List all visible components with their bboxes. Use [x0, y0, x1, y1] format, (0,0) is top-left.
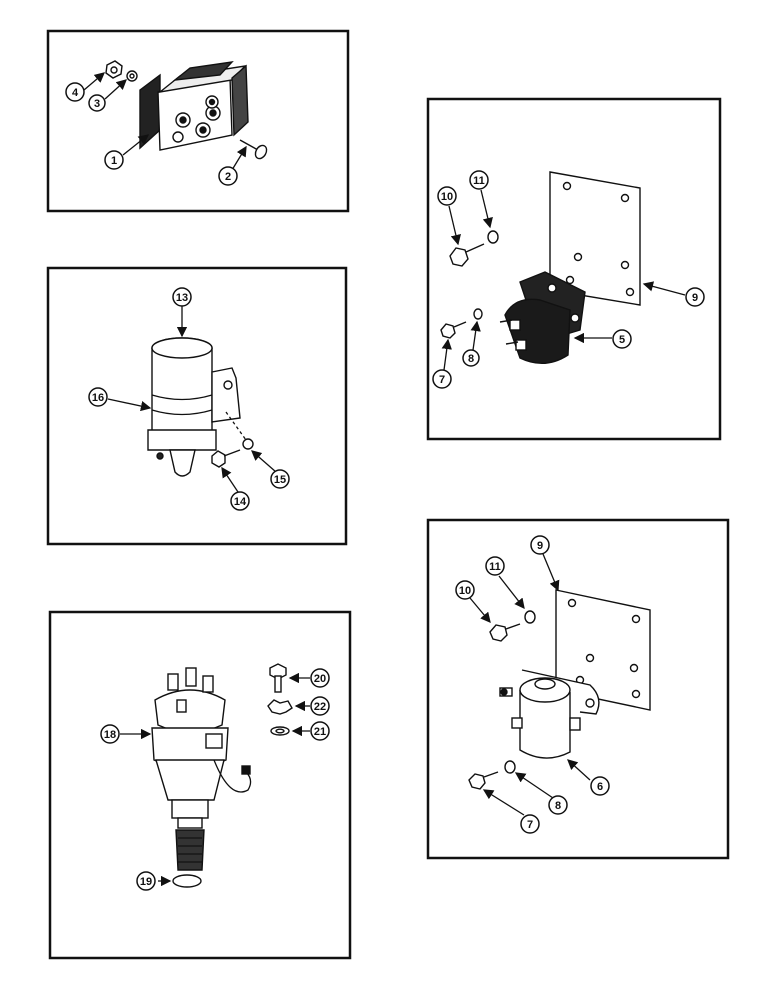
callout-3: 3: [88, 94, 106, 112]
svg-text:8: 8: [468, 353, 474, 365]
svg-text:10: 10: [459, 585, 471, 597]
relay-panel: 4 3 1 2: [46, 29, 350, 213]
solenoid-drawing: [499, 669, 600, 759]
svg-text:2: 2: [225, 171, 231, 183]
svg-text:22: 22: [314, 701, 326, 713]
svg-text:3: 3: [94, 98, 100, 110]
svg-text:14: 14: [234, 496, 247, 508]
callout-7: 7: [520, 814, 540, 834]
plate-drawing: [549, 171, 641, 306]
svg-text:7: 7: [527, 819, 533, 831]
washer-drawing: [504, 760, 516, 774]
bolt-drawing: [269, 663, 287, 693]
svg-text:5: 5: [619, 334, 625, 346]
svg-text:9: 9: [692, 292, 698, 304]
svg-text:18: 18: [104, 729, 116, 741]
callout-15: 15: [270, 469, 290, 489]
svg-text:9: 9: [537, 540, 543, 552]
callout-11: 11: [469, 170, 489, 190]
callout-10: 10: [437, 186, 457, 206]
washer-drawing: [524, 610, 536, 624]
solenoid-drawing: [499, 271, 586, 364]
o-ring-drawing: [172, 874, 202, 888]
washer-drawing: [487, 230, 499, 244]
svg-text:1: 1: [111, 155, 117, 167]
svg-text:4: 4: [72, 87, 79, 99]
bolt-drawing: [449, 243, 485, 267]
callout-8: 8: [548, 795, 568, 815]
callout-16: 16: [88, 387, 108, 407]
callout-10: 10: [455, 580, 475, 600]
callout-2: 2: [218, 166, 238, 186]
callout-11: 11: [485, 556, 505, 576]
bolt-drawing: [468, 771, 499, 790]
callout-22: 22: [310, 696, 330, 716]
callout-8: 8: [462, 349, 480, 367]
svg-text:10: 10: [441, 191, 453, 203]
callout-1: 1: [104, 150, 124, 170]
washer-drawing: [242, 438, 254, 450]
distributor-panel: 18 19 20 22 21: [48, 610, 352, 960]
bolt-drawing: [211, 449, 241, 468]
callout-14: 14: [230, 491, 250, 511]
lockwasher-drawing: [267, 699, 293, 715]
callout-5: 5: [612, 329, 632, 349]
callout-9: 9: [685, 287, 705, 307]
callout-4: 4: [65, 82, 85, 102]
callout-21: 21: [310, 721, 330, 741]
callout-6: 6: [590, 776, 610, 796]
solenoid-panel-a: 10 11 9 5 7 8: [426, 97, 722, 441]
relay-drawing: [139, 61, 249, 151]
svg-text:8: 8: [555, 800, 561, 812]
coil-drawing: [147, 337, 247, 477]
callout-20: 20: [310, 668, 330, 688]
svg-text:11: 11: [489, 561, 501, 573]
svg-text:20: 20: [314, 673, 326, 685]
bolt-drawing: [440, 321, 467, 339]
callout-9: 9: [530, 535, 550, 555]
svg-text:11: 11: [473, 175, 485, 187]
coil-panel: 13 16 14 15: [46, 266, 348, 546]
solenoid-panel-b: 10 11 9 6 7 8: [426, 518, 730, 860]
screw-drawing: [239, 139, 268, 160]
svg-text:13: 13: [176, 292, 188, 304]
svg-text:6: 6: [597, 781, 603, 793]
svg-text:16: 16: [92, 392, 104, 404]
bolt-drawing: [489, 623, 521, 642]
svg-text:19: 19: [140, 876, 152, 888]
washer-drawing: [473, 308, 483, 320]
distributor-drawing: [151, 667, 252, 871]
svg-text:7: 7: [439, 374, 445, 386]
callout-13: 13: [172, 287, 192, 307]
svg-text:21: 21: [314, 726, 326, 738]
callout-18: 18: [100, 724, 120, 744]
callout-7: 7: [432, 369, 452, 389]
callout-19: 19: [136, 871, 156, 891]
svg-text:15: 15: [274, 474, 286, 486]
